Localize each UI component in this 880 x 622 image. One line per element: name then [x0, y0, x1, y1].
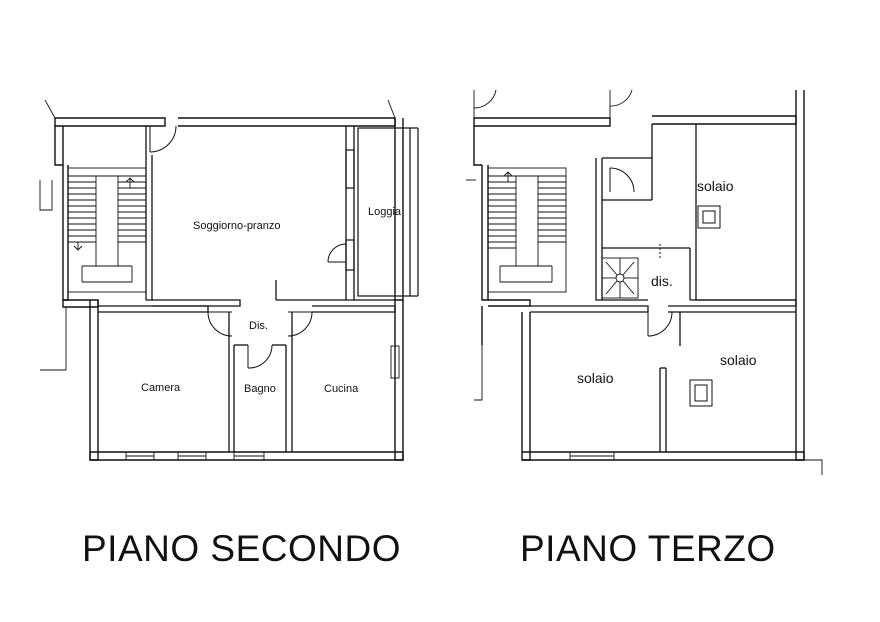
label-bagno: Bagno: [244, 383, 276, 395]
plan-piano-terzo: [466, 89, 823, 475]
exterior-lines-left: [39, 99, 396, 371]
loggia-outline: [345, 127, 419, 297]
doors-left: [149, 125, 347, 369]
stair-left: [67, 167, 147, 293]
label-loggia: Loggia: [368, 206, 402, 218]
label-solaio-top: solaio: [697, 178, 734, 194]
internal-walls-right: [530, 124, 797, 452]
label-solaio-left: solaio: [577, 370, 614, 386]
label-camera: Camera: [141, 382, 181, 394]
outer-walls: [54, 117, 404, 461]
exterior-lines-right: [466, 89, 823, 475]
windows-left: [125, 345, 400, 461]
doors-right: [609, 167, 673, 337]
label-dis-terzo: dis.: [651, 273, 673, 289]
label-cucina: Cucina: [324, 383, 359, 395]
outer-walls-right: [473, 90, 805, 461]
plan-piano-secondo: [39, 99, 419, 461]
spiral-stair: [601, 257, 639, 299]
room-labels-left: Soggiorno-pranzo Loggia Dis. Camera Bagn…: [141, 206, 402, 395]
room-labels-right: solaio dis. solaio solaio: [577, 178, 757, 386]
label-soggiorno-pranzo: Soggiorno-pranzo: [193, 220, 280, 232]
label-solaio-right: solaio: [720, 352, 757, 368]
windows-right: [569, 451, 615, 461]
label-dis: Dis.: [249, 320, 268, 332]
stair-right: [487, 167, 567, 293]
internal-walls-left: [98, 126, 396, 452]
floor-title-piano-terzo: PIANO TERZO: [520, 528, 776, 569]
hatches: [689, 205, 721, 407]
floor-title-piano-secondo: PIANO SECONDO: [82, 528, 401, 569]
